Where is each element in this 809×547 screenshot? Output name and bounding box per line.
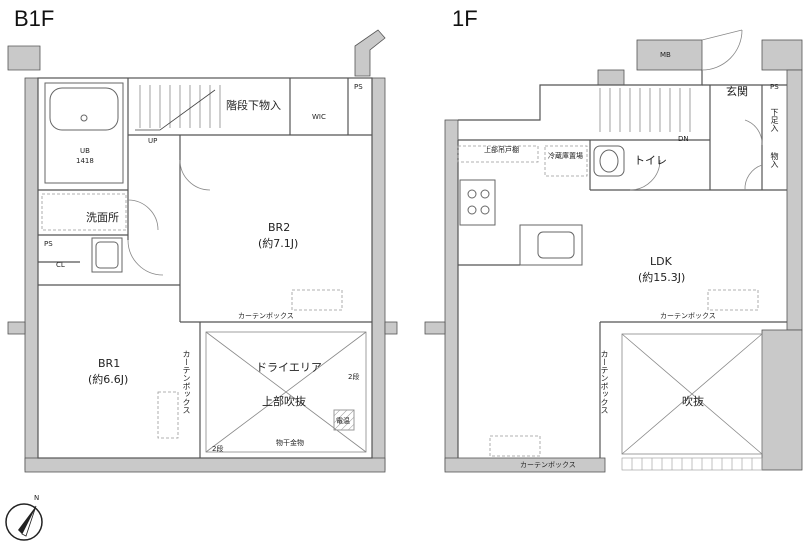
room-label-br1-size: (約6.6J)	[88, 373, 129, 386]
room-label-shoe-storage: 下足入	[770, 108, 779, 132]
room-label-ub-size: 1418	[76, 157, 94, 165]
b1f-stairs	[135, 85, 221, 131]
balcony-grating	[621, 457, 763, 471]
label-curtain-box-1f-top: カーテンボックス	[660, 312, 716, 320]
toilet-fixture	[593, 145, 625, 177]
north-arrow-icon: N	[5, 494, 43, 541]
room-label-br2-size: (約7.1J)	[258, 237, 299, 250]
label-steps-a: 2段	[348, 373, 360, 381]
room-label-br2: BR2	[268, 221, 291, 234]
room-label-ps: PS	[354, 83, 363, 91]
label-electric: 電温	[336, 417, 350, 425]
room-label-br1: BR1	[98, 357, 121, 370]
washbasin	[91, 237, 123, 273]
electric-heater-box	[333, 409, 355, 431]
b1f-outer-walls	[7, 29, 398, 473]
label-curtain-box-b1f-vert: カーテンボックス	[182, 350, 191, 414]
1f-fixtures	[457, 145, 759, 457]
svg-text:N: N	[34, 494, 39, 502]
bathtub	[44, 82, 124, 184]
floor-title-1f: 1F	[452, 6, 478, 31]
b1f-plan	[7, 29, 398, 473]
b1f-fixtures	[41, 193, 343, 439]
kitchen-counter	[459, 179, 583, 266]
label-laundry: 物干金物	[276, 439, 304, 447]
room-label-ps-1f: PS	[770, 83, 779, 91]
room-label-ub: UB	[80, 147, 90, 155]
stair-label-dn: DN	[678, 135, 689, 143]
dry-area-diagonal	[205, 331, 367, 453]
atrium-diagonal	[621, 333, 763, 455]
1f-interior-walls	[457, 70, 787, 458]
1f-stairs	[599, 88, 691, 132]
room-label-washroom: 洗面所	[86, 211, 119, 224]
room-label-stair-storage: 階段下物入	[226, 99, 281, 112]
room-label-atrium: 吹抜	[682, 395, 704, 408]
room-label-wic: WIC	[312, 113, 326, 121]
room-label-cl: CL	[56, 261, 65, 269]
label-curtain-box-b1f-top: カーテンボックス	[238, 312, 294, 320]
room-label-storage: 物入	[770, 152, 779, 168]
label-fridge-space: 冷蔵庫置場	[548, 152, 583, 160]
room-label-ps-2: PS	[44, 240, 53, 248]
label-upper-cabinet: 上部吊戸棚	[484, 146, 519, 154]
1f-outer-walls	[424, 39, 803, 473]
b1f-interior-walls	[37, 77, 373, 459]
1f-doors	[629, 29, 763, 191]
room-label-dry-area: ドライエリア	[256, 361, 322, 374]
label-curtain-box-1f-vert: カーテンボックス	[600, 350, 609, 414]
1f-plan	[424, 29, 803, 473]
room-label-ldk-size: (約15.3J)	[638, 271, 686, 284]
label-curtain-box-1f-bottom: カーテンボックス	[520, 461, 576, 469]
stair-label-up: UP	[148, 137, 158, 145]
room-label-atrium-above: 上部吹抜	[262, 395, 306, 408]
room-label-ldk: LDK	[650, 255, 672, 268]
room-label-entrance: 玄関	[726, 85, 748, 98]
b1f-doors	[127, 159, 211, 276]
room-label-toilet: トイレ	[634, 154, 667, 167]
room-label-mb: MB	[660, 51, 671, 59]
label-steps-b: 2段	[212, 445, 224, 453]
floor-title-b1f: B1F	[14, 6, 55, 31]
